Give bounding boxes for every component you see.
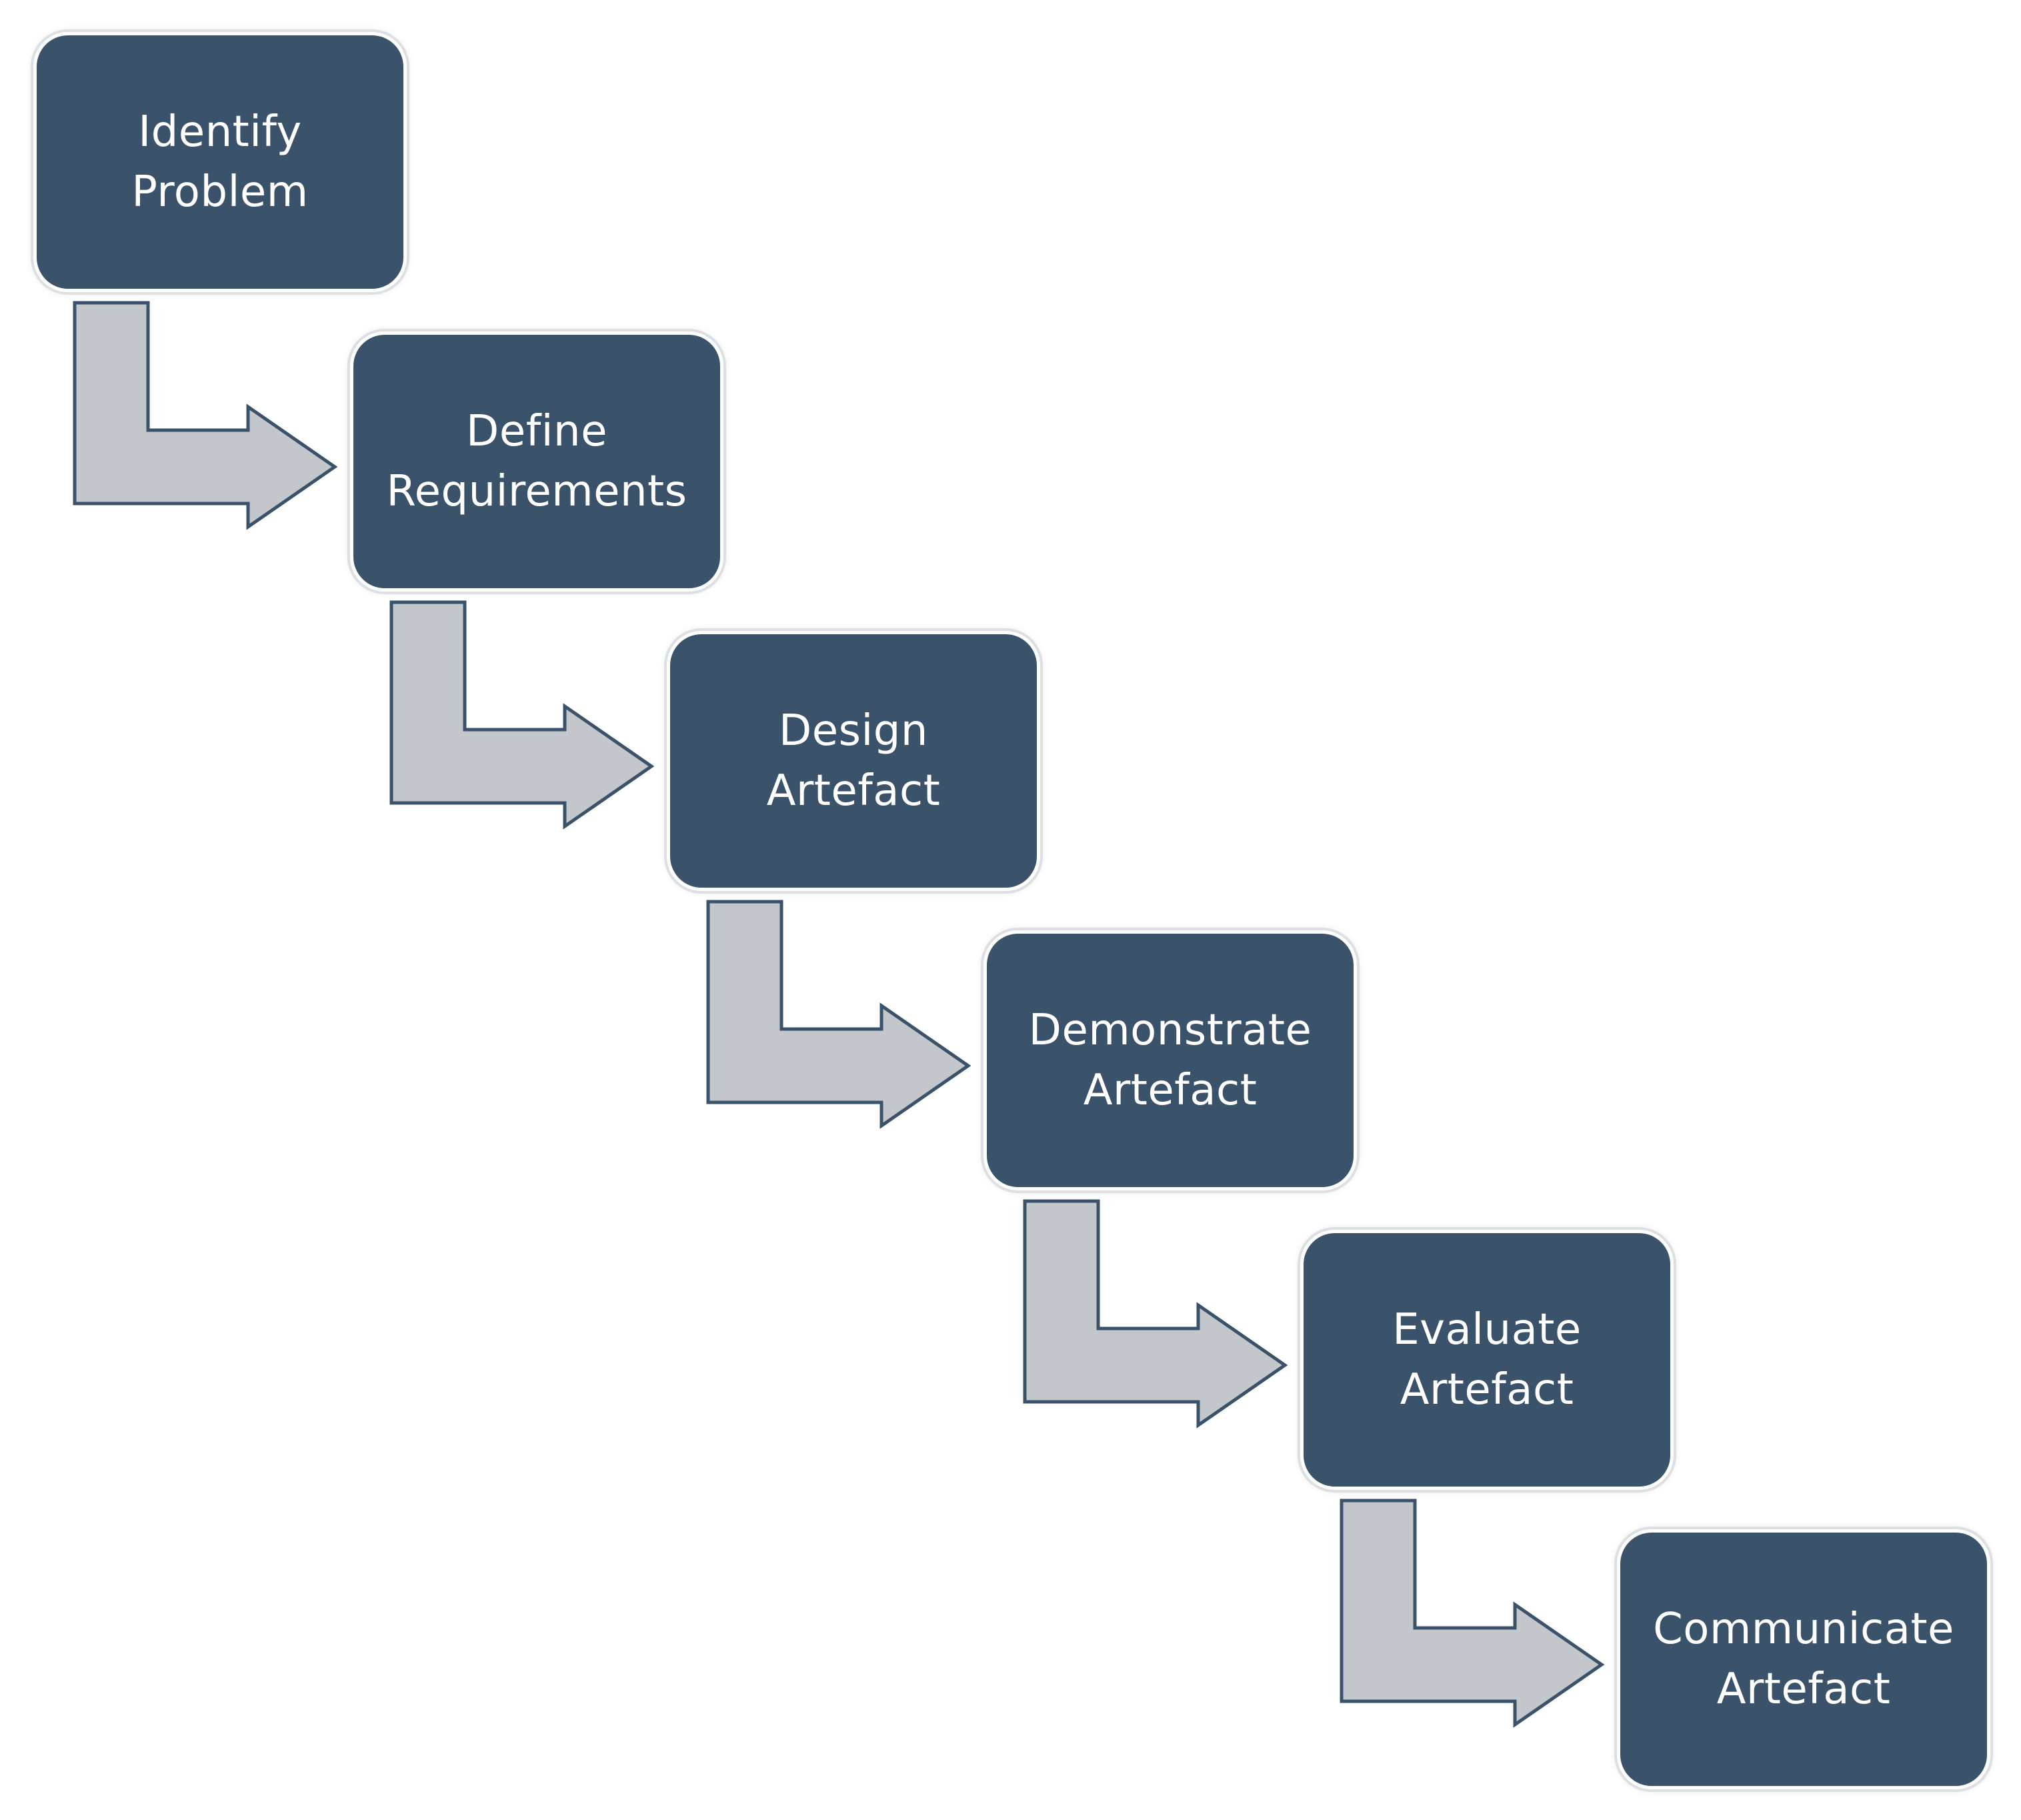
step-identify-problem: Identify Problem bbox=[33, 32, 407, 292]
step-evaluate-artefact: Evaluate Artefact bbox=[1300, 1230, 1674, 1490]
step-demonstrate-artefact: Demonstrate Artefact bbox=[983, 930, 1357, 1190]
step-label-line1: Identify bbox=[138, 107, 302, 157]
step-label-line1: Demonstrate bbox=[1028, 1006, 1312, 1055]
step-design-artefact: Design Artefact bbox=[667, 631, 1040, 891]
step-label-line2: Artefact bbox=[1083, 1066, 1258, 1115]
step-label-line2: Artefact bbox=[766, 766, 941, 816]
step-label-line2: Artefact bbox=[1400, 1365, 1574, 1415]
bent-arrow-down-right-icon bbox=[706, 900, 971, 1129]
bent-arrow-down-right-icon bbox=[389, 600, 655, 830]
step-define-requirements: Define Requirements bbox=[350, 331, 723, 592]
bent-arrow-down-right-icon bbox=[73, 301, 338, 530]
step-label-line2: Problem bbox=[131, 167, 309, 217]
bent-arrow-down-right-icon bbox=[1340, 1499, 1605, 1728]
step-communicate-artefact: Communicate Artefact bbox=[1617, 1529, 1990, 1789]
bent-arrow-down-right-icon bbox=[1023, 1199, 1288, 1429]
step-label-line2: Requirements bbox=[386, 467, 687, 516]
step-label-line1: Communicate bbox=[1653, 1605, 1954, 1654]
step-label-line1: Design bbox=[779, 706, 928, 756]
step-label: Design Artefact bbox=[767, 701, 941, 821]
step-label: Identify Problem bbox=[131, 102, 308, 222]
step-label: Demonstrate Artefact bbox=[1029, 1000, 1312, 1120]
step-label-line1: Evaluate bbox=[1392, 1305, 1582, 1354]
step-label: Define Requirements bbox=[387, 401, 687, 522]
step-label-line2: Artefact bbox=[1716, 1665, 1891, 1714]
step-label: Communicate Artefact bbox=[1653, 1599, 1954, 1719]
step-label-line1: Define bbox=[466, 407, 607, 456]
step-label: Evaluate Artefact bbox=[1392, 1300, 1582, 1420]
